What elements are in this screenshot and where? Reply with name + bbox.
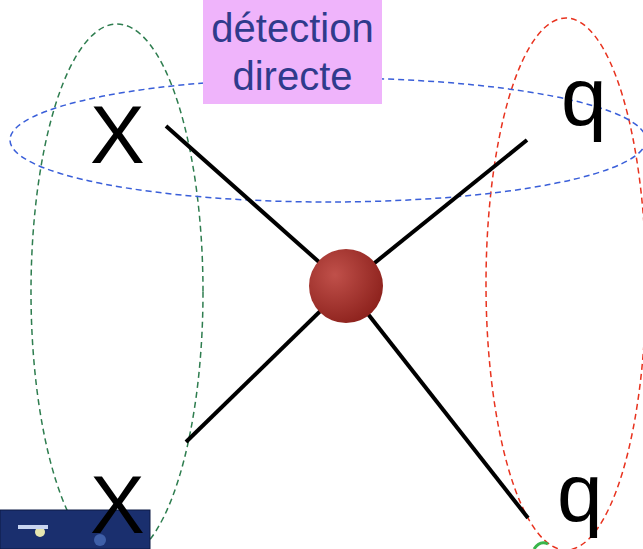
green-dashed-ellipse xyxy=(31,24,203,549)
particle-label: q xyxy=(557,452,603,534)
interaction-vertex xyxy=(309,249,383,323)
particle-label: X xyxy=(90,94,145,176)
box-title: détection directe xyxy=(211,4,373,100)
red-dashed-ellipse xyxy=(486,18,643,549)
thumbnail-detail xyxy=(18,525,48,529)
green-mark xyxy=(534,543,548,549)
label-box: détection directe xyxy=(203,0,382,104)
particle-label: X xyxy=(90,464,145,546)
particle-label: q xyxy=(561,56,607,138)
particle-line xyxy=(346,286,528,518)
